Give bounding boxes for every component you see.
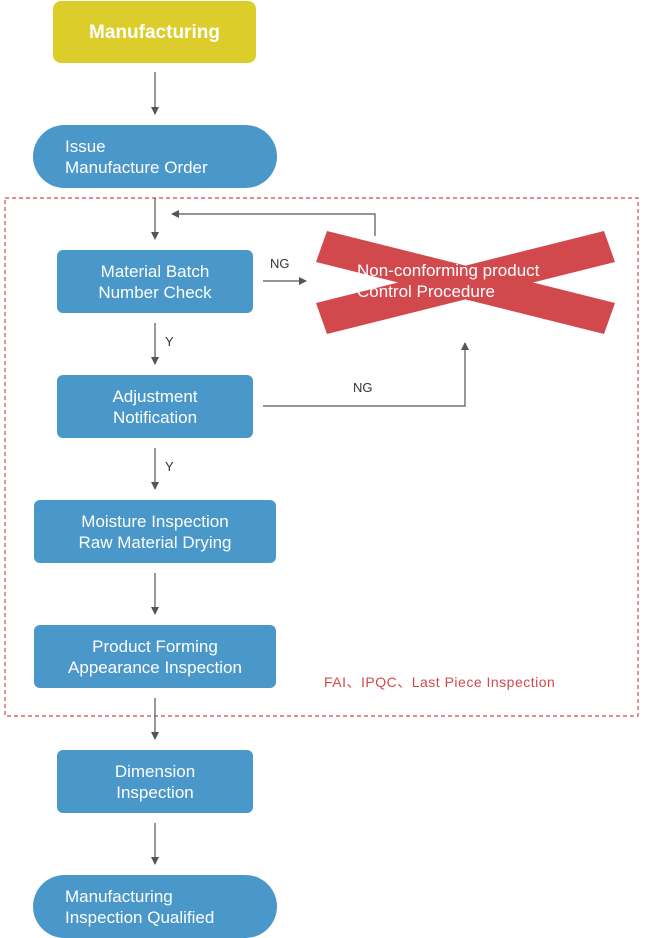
node-material-check: Material Batch Number Check bbox=[57, 250, 253, 313]
node-qualified: Manufacturing Inspection Qualified bbox=[33, 875, 277, 938]
node-issue-order-line1: Issue bbox=[65, 136, 106, 156]
node-issue-order: Issue Manufacture Order bbox=[33, 125, 277, 188]
node-material-check-line1: Material Batch bbox=[100, 261, 210, 281]
node-forming-line2: Appearance Inspection bbox=[68, 657, 242, 677]
node-adjustment-line2: Notification bbox=[112, 407, 198, 427]
node-issue-order-line2: Manufacture Order bbox=[65, 157, 208, 177]
node-moisture-line2: Raw Material Drying bbox=[78, 532, 232, 552]
edge-label-ng-bottom: NG bbox=[353, 380, 373, 395]
node-moisture-line1: Moisture Inspection bbox=[81, 511, 229, 531]
inspection-region-border bbox=[4, 197, 639, 717]
node-qualified-line1: Manufacturing bbox=[65, 886, 173, 906]
node-forming-line1: Product Forming bbox=[92, 636, 218, 656]
node-dimension-line2: Inspection bbox=[116, 782, 194, 802]
inspection-note: FAI、IPQC、Last Piece Inspection bbox=[324, 674, 556, 690]
node-nonconforming: Non-conforming product Control Procedure bbox=[357, 260, 539, 302]
node-material-check-line2: Number Check bbox=[98, 282, 212, 302]
edge-label-ng-top: NG bbox=[270, 256, 290, 271]
node-moisture: Moisture Inspection Raw Material Drying bbox=[34, 500, 276, 563]
node-dimension: Dimension Inspection bbox=[57, 750, 253, 813]
node-forming: Product Forming Appearance Inspection bbox=[34, 625, 276, 688]
node-manufacturing: Manufacturing bbox=[53, 1, 256, 63]
edge-label-y-second: Y bbox=[165, 459, 174, 474]
edge-label-y-first: Y bbox=[165, 334, 174, 349]
node-adjustment: Adjustment Notification bbox=[57, 375, 253, 438]
node-nonconforming-line2: Control Procedure bbox=[357, 282, 495, 301]
node-dimension-line1: Dimension bbox=[114, 761, 196, 781]
node-qualified-line2: Inspection Qualified bbox=[65, 907, 215, 927]
node-adjustment-line1: Adjustment bbox=[112, 386, 198, 406]
nonconforming-x-shape bbox=[316, 231, 615, 334]
arrow-feedback-loop bbox=[171, 210, 376, 236]
node-nonconforming-line1: Non-conforming product bbox=[357, 261, 540, 280]
arrow-adjustment-ng bbox=[263, 342, 469, 407]
node-manufacturing-label: Manufacturing bbox=[89, 21, 220, 43]
